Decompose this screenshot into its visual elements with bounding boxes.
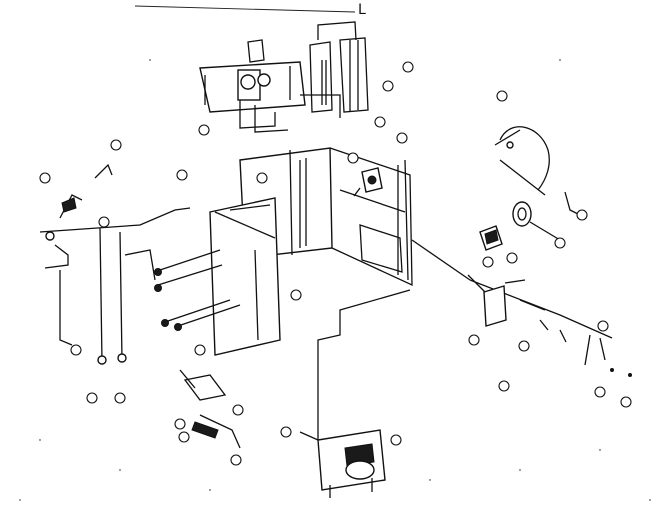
- callout-17: [518, 340, 530, 352]
- callout-16: [468, 334, 480, 346]
- callout-4: [198, 124, 210, 136]
- callout-10: [256, 172, 268, 184]
- callout-20: [594, 386, 606, 398]
- callout-31: [114, 392, 126, 404]
- callout-28: [70, 344, 82, 356]
- callout-26: [174, 418, 186, 430]
- callout-21: [620, 396, 632, 408]
- callout-list: [39, 61, 632, 466]
- callout-25: [230, 454, 242, 466]
- header-rule: [134, 5, 356, 13]
- scan-speckle: [19, 59, 651, 501]
- callout-8: [396, 132, 408, 144]
- callout-23: [194, 344, 206, 356]
- left-bracket-panel: [209, 197, 281, 356]
- callout-32: [280, 426, 292, 438]
- callout-33: [390, 434, 402, 446]
- wire-harness-top: [300, 21, 369, 118]
- callout-3: [176, 169, 188, 181]
- spring-linkage: [179, 369, 241, 449]
- callout-22: [290, 289, 302, 301]
- callout-24: [232, 404, 244, 416]
- callout-30: [86, 392, 98, 404]
- callout-18: [597, 320, 609, 332]
- timer-assembly: [199, 39, 306, 133]
- hardware-chain-right: [467, 274, 632, 377]
- callout-11: [496, 90, 508, 102]
- motor-part-right: [479, 191, 581, 251]
- corner-mark: L: [358, 2, 366, 18]
- callout-6: [402, 61, 414, 73]
- center-wire-run: [317, 239, 613, 440]
- callout-1: [110, 139, 122, 151]
- callout-27: [178, 431, 190, 443]
- callout-5: [382, 80, 394, 92]
- callout-13: [554, 237, 566, 249]
- callout-29: [98, 216, 110, 228]
- rod-assembly-left: [39, 163, 191, 365]
- callout-15: [482, 256, 494, 268]
- callout-9: [347, 152, 359, 164]
- switch-part-center: [353, 167, 383, 197]
- transformer: [299, 429, 386, 498]
- callout-7: [374, 116, 386, 128]
- callout-19: [498, 380, 510, 392]
- screw-set: [154, 249, 241, 331]
- callout-12: [576, 209, 588, 221]
- curved-housing-right: [494, 126, 550, 196]
- callout-2: [39, 172, 51, 184]
- callout-14: [506, 252, 518, 264]
